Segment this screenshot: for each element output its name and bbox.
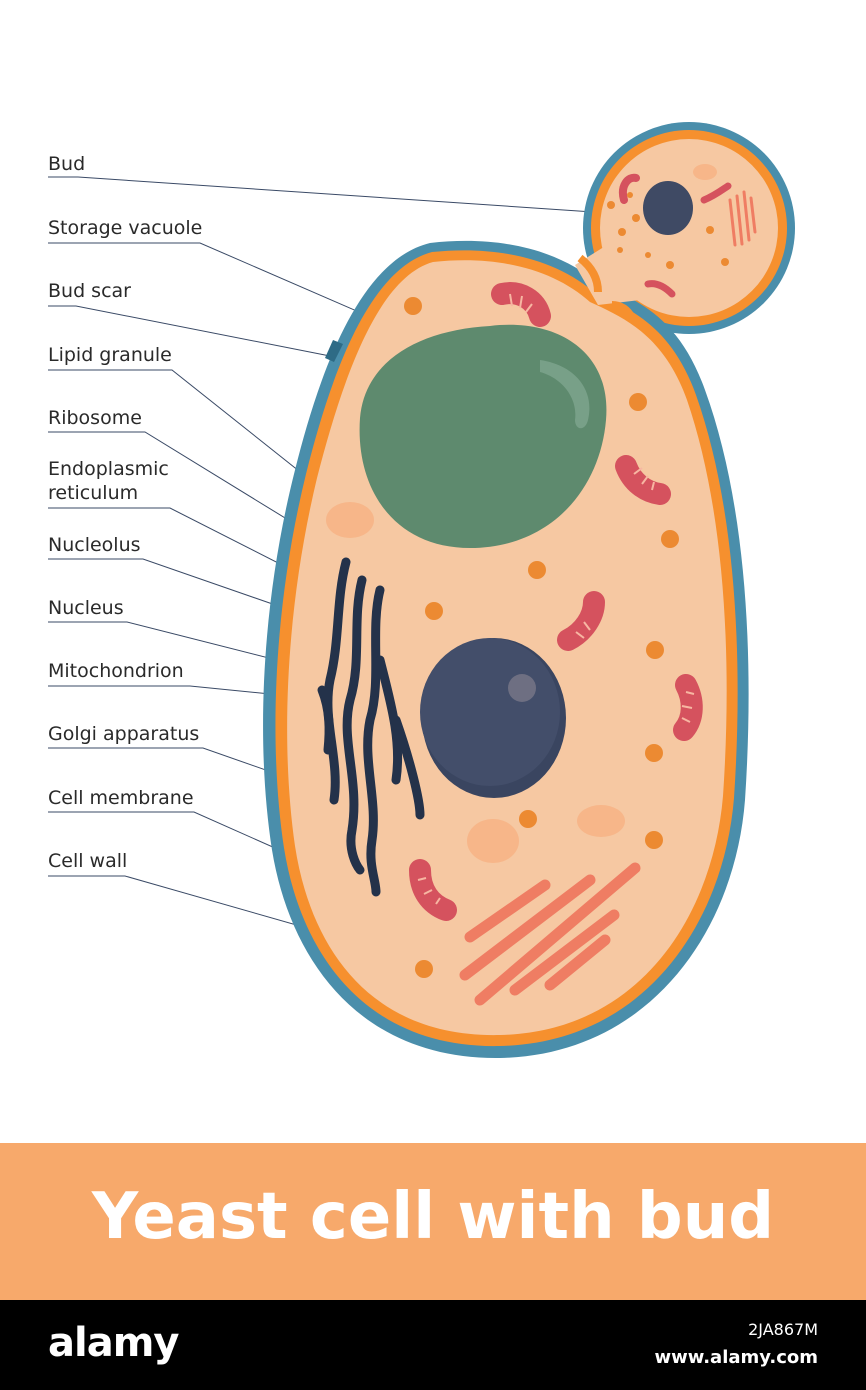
- endoplasmic-reticulum: [317, 557, 425, 897]
- bud-scar: [325, 340, 343, 362]
- nucleus: [420, 638, 566, 798]
- diagram-title: Yeast cell with bud: [91, 1180, 775, 1254]
- footer-site: www.alamy.com: [654, 1347, 818, 1368]
- label-cell-wall: Cell wall: [48, 850, 128, 872]
- footer-image-id: 2JA867M: [748, 1320, 818, 1339]
- label-cell-membrane: Cell membrane: [48, 787, 194, 809]
- title-band: [0, 1143, 866, 1300]
- lipid-granule: [326, 502, 374, 538]
- ribosome: [528, 561, 546, 579]
- label-endoplasmic-reticulum: Endoplasmic reticulum: [48, 458, 169, 504]
- label-golgi-apparatus: Golgi apparatus: [48, 723, 200, 745]
- bud-golgi: [728, 190, 757, 247]
- bud-mitochondrion: [619, 173, 640, 204]
- bud-neck-membrane: [577, 254, 636, 321]
- golgi-apparatus: [459, 862, 641, 1006]
- mitochondria: [409, 282, 703, 921]
- label-bud: Bud: [48, 153, 86, 175]
- mitochondria-cristae: [417, 293, 695, 905]
- bud-organelles: [607, 164, 757, 298]
- lipid-granules: [326, 502, 625, 863]
- ribosomes: [404, 297, 679, 978]
- ribosome: [645, 744, 663, 762]
- lipid-granule: [467, 819, 519, 863]
- label-mitochondrion: Mitochondrion: [48, 660, 184, 682]
- bud-mitochondrion: [644, 280, 676, 298]
- ribosome: [661, 530, 679, 548]
- mitochondrion: [557, 591, 605, 651]
- ribosome: [646, 641, 664, 659]
- ribosome: [425, 602, 443, 620]
- ribosome: [415, 960, 433, 978]
- mitochondrion: [409, 859, 457, 921]
- storage-vacuole: [359, 324, 607, 548]
- bud-mitochondrion: [700, 182, 732, 204]
- yeast-cell-diagram: [48, 122, 795, 1059]
- label-bud-scar: Bud scar: [48, 280, 131, 302]
- bud-lipid-granule: [693, 164, 717, 180]
- bud-cytoplasm: [600, 139, 778, 317]
- bud-neck: [575, 240, 640, 305]
- leader-line-bud-scar: [48, 305, 331, 357]
- leader-line-bud: [48, 176, 609, 214]
- ribosome: [645, 831, 663, 849]
- mitochondrion: [491, 282, 551, 327]
- leader-line-lipid-granule: [48, 369, 349, 511]
- ribosome: [519, 810, 537, 828]
- label-storage-vacuole: Storage vacuole: [48, 217, 203, 239]
- bud-ribosomes: [607, 192, 729, 269]
- lipid-granule: [577, 805, 625, 837]
- bud-nucleus: [643, 181, 693, 235]
- leader-line-cell-wall: [48, 875, 336, 937]
- footer-bar: alamy 2JA867M www.alamy.com: [0, 1300, 866, 1390]
- label-lipid-granule: Lipid granule: [48, 344, 172, 366]
- label-nucleus: Nucleus: [48, 597, 124, 619]
- footer-logo: alamy: [48, 1320, 179, 1366]
- mitochondrion: [615, 455, 671, 505]
- label-nucleolus: Nucleolus: [48, 534, 141, 556]
- nucleolus: [508, 674, 536, 702]
- ribosome: [629, 393, 647, 411]
- label-ribosome: Ribosome: [48, 407, 142, 429]
- ribosome: [404, 297, 422, 315]
